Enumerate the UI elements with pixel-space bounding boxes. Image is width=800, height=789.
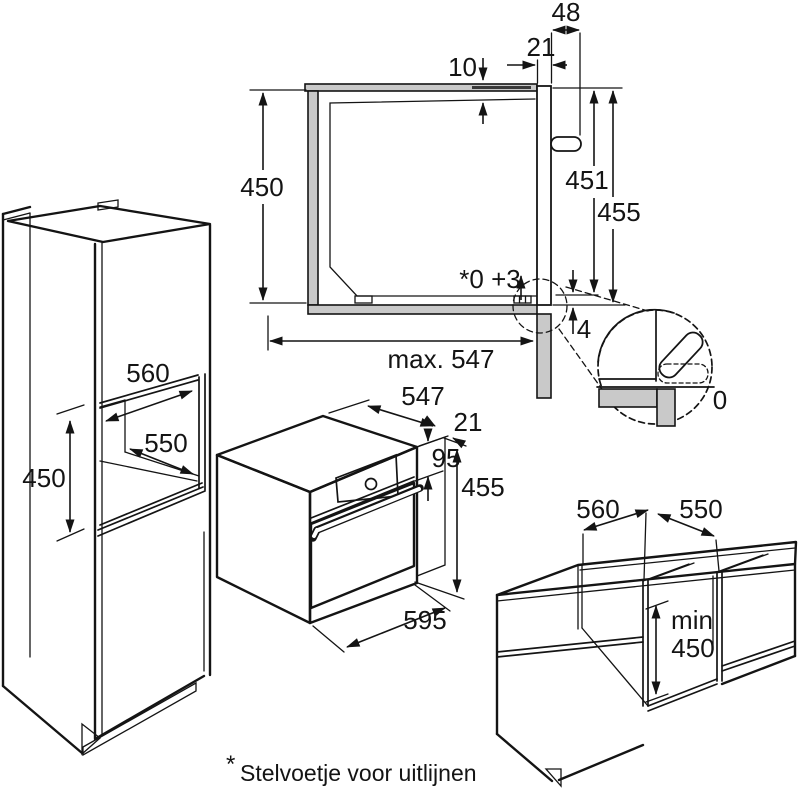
cabinet-panel-section <box>304 83 552 399</box>
dim-top-gap-10: 10 <box>448 52 488 124</box>
dim-base-depth-560: 560 <box>576 494 649 581</box>
oven-top-face <box>215 414 419 494</box>
vent-slot <box>472 86 531 89</box>
dim-oven-width-595: 595 <box>312 584 451 653</box>
dim-label-451: 451 <box>565 165 608 195</box>
dim-label-21: 21 <box>527 32 556 62</box>
dim-label-10: 10 <box>448 52 477 82</box>
dim-base-width-550: 550 <box>657 494 723 572</box>
adjustable-foot-retracted <box>657 363 709 384</box>
dim-tall-height-450: 450 <box>22 404 85 542</box>
oven-front-frame <box>536 85 552 306</box>
footnote-text: Stelvoetje voor uitlijnen <box>240 760 477 786</box>
plinth-corner <box>81 722 102 756</box>
dim-label-450: 450 <box>240 172 283 202</box>
dim-label-595: 595 <box>403 605 446 635</box>
dim-label-450-tall: 450 <box>22 463 65 493</box>
plinth-corner-base <box>544 768 562 788</box>
cabinet-top-face <box>6 204 212 244</box>
dim-tall-width-550: 550 <box>129 428 194 475</box>
dim-niche-height-450: 450 <box>240 89 307 304</box>
base-niche-opening <box>577 553 769 712</box>
dim-oven-height-455: 455 <box>414 437 505 600</box>
detail-circle <box>597 309 713 425</box>
dim-label-min: min <box>671 605 713 635</box>
side-panel <box>1 205 84 755</box>
dim-label-95: 95 <box>432 443 461 473</box>
oven-3d-view: 547 21 95 455 595 <box>215 381 505 653</box>
dim-label-base-550: 550 <box>679 494 722 524</box>
right-base-unit <box>720 562 797 686</box>
tall-cabinet-view: 560 550 450 <box>1 199 212 757</box>
dim-gap-4: 4 <box>568 270 591 344</box>
plinth <box>81 674 206 757</box>
door-handle <box>309 484 424 542</box>
dim-label-560: 560 <box>126 358 169 388</box>
dim-label-base-560: 560 <box>576 494 619 524</box>
dim-foot-tolerance: *0 +3 <box>459 264 526 300</box>
dim-tall-depth-560: 560 <box>105 358 193 422</box>
base-cabinet-view: 560 550 min 450 <box>495 494 798 788</box>
footnote: * Stelvoetje voor uitlijnen <box>226 751 477 786</box>
door-handle-section <box>550 136 582 152</box>
adjustable-foot <box>513 295 532 304</box>
dim-label-550: 550 <box>144 428 187 458</box>
oven-door <box>309 481 416 610</box>
dim-label-455: 455 <box>597 197 640 227</box>
oven-front-face <box>308 445 419 625</box>
foot-detail-callout: 0 <box>512 278 727 427</box>
dim-label-oven-21: 21 <box>454 407 483 437</box>
oven-left-face <box>215 453 312 625</box>
hinge-tab <box>97 199 119 211</box>
dim-label-oven-547: 547 <box>401 381 444 411</box>
dim-label-tolerance: *0 +3 <box>459 264 520 294</box>
dim-label-max-547: max. 547 <box>388 344 495 374</box>
dim-label-base-450: 450 <box>671 633 714 663</box>
cabinet-front-edges <box>93 223 212 740</box>
rear-foot <box>354 295 373 304</box>
footnote-marker: * <box>226 751 235 778</box>
counter-top <box>495 540 798 597</box>
dim-oven-21: 21 <box>418 407 483 449</box>
control-knob <box>364 477 378 491</box>
dim-frame-21: 21 <box>507 32 567 84</box>
dim-label-oven-455: 455 <box>461 472 504 502</box>
dim-label-4: 4 <box>577 314 591 344</box>
dim-oven-depth-547: 547 <box>328 381 445 427</box>
adjustable-foot-extended <box>658 331 704 379</box>
left-base-unit <box>495 593 645 788</box>
dim-label-48: 48 <box>552 0 581 27</box>
dim-max-depth-547: max. 547 <box>267 315 534 374</box>
lower-cabinet-front-panel <box>536 313 552 399</box>
dim-label-zero: 0 <box>713 385 727 415</box>
niche-section-view: 450 10 48 21 451 <box>240 0 727 427</box>
oven-outline-section <box>329 85 582 306</box>
dim-heights-451-455: 451 455 <box>552 87 641 306</box>
dim-handle-48: 48 <box>550 0 581 136</box>
dim-base-min-450: min 450 <box>645 600 715 703</box>
